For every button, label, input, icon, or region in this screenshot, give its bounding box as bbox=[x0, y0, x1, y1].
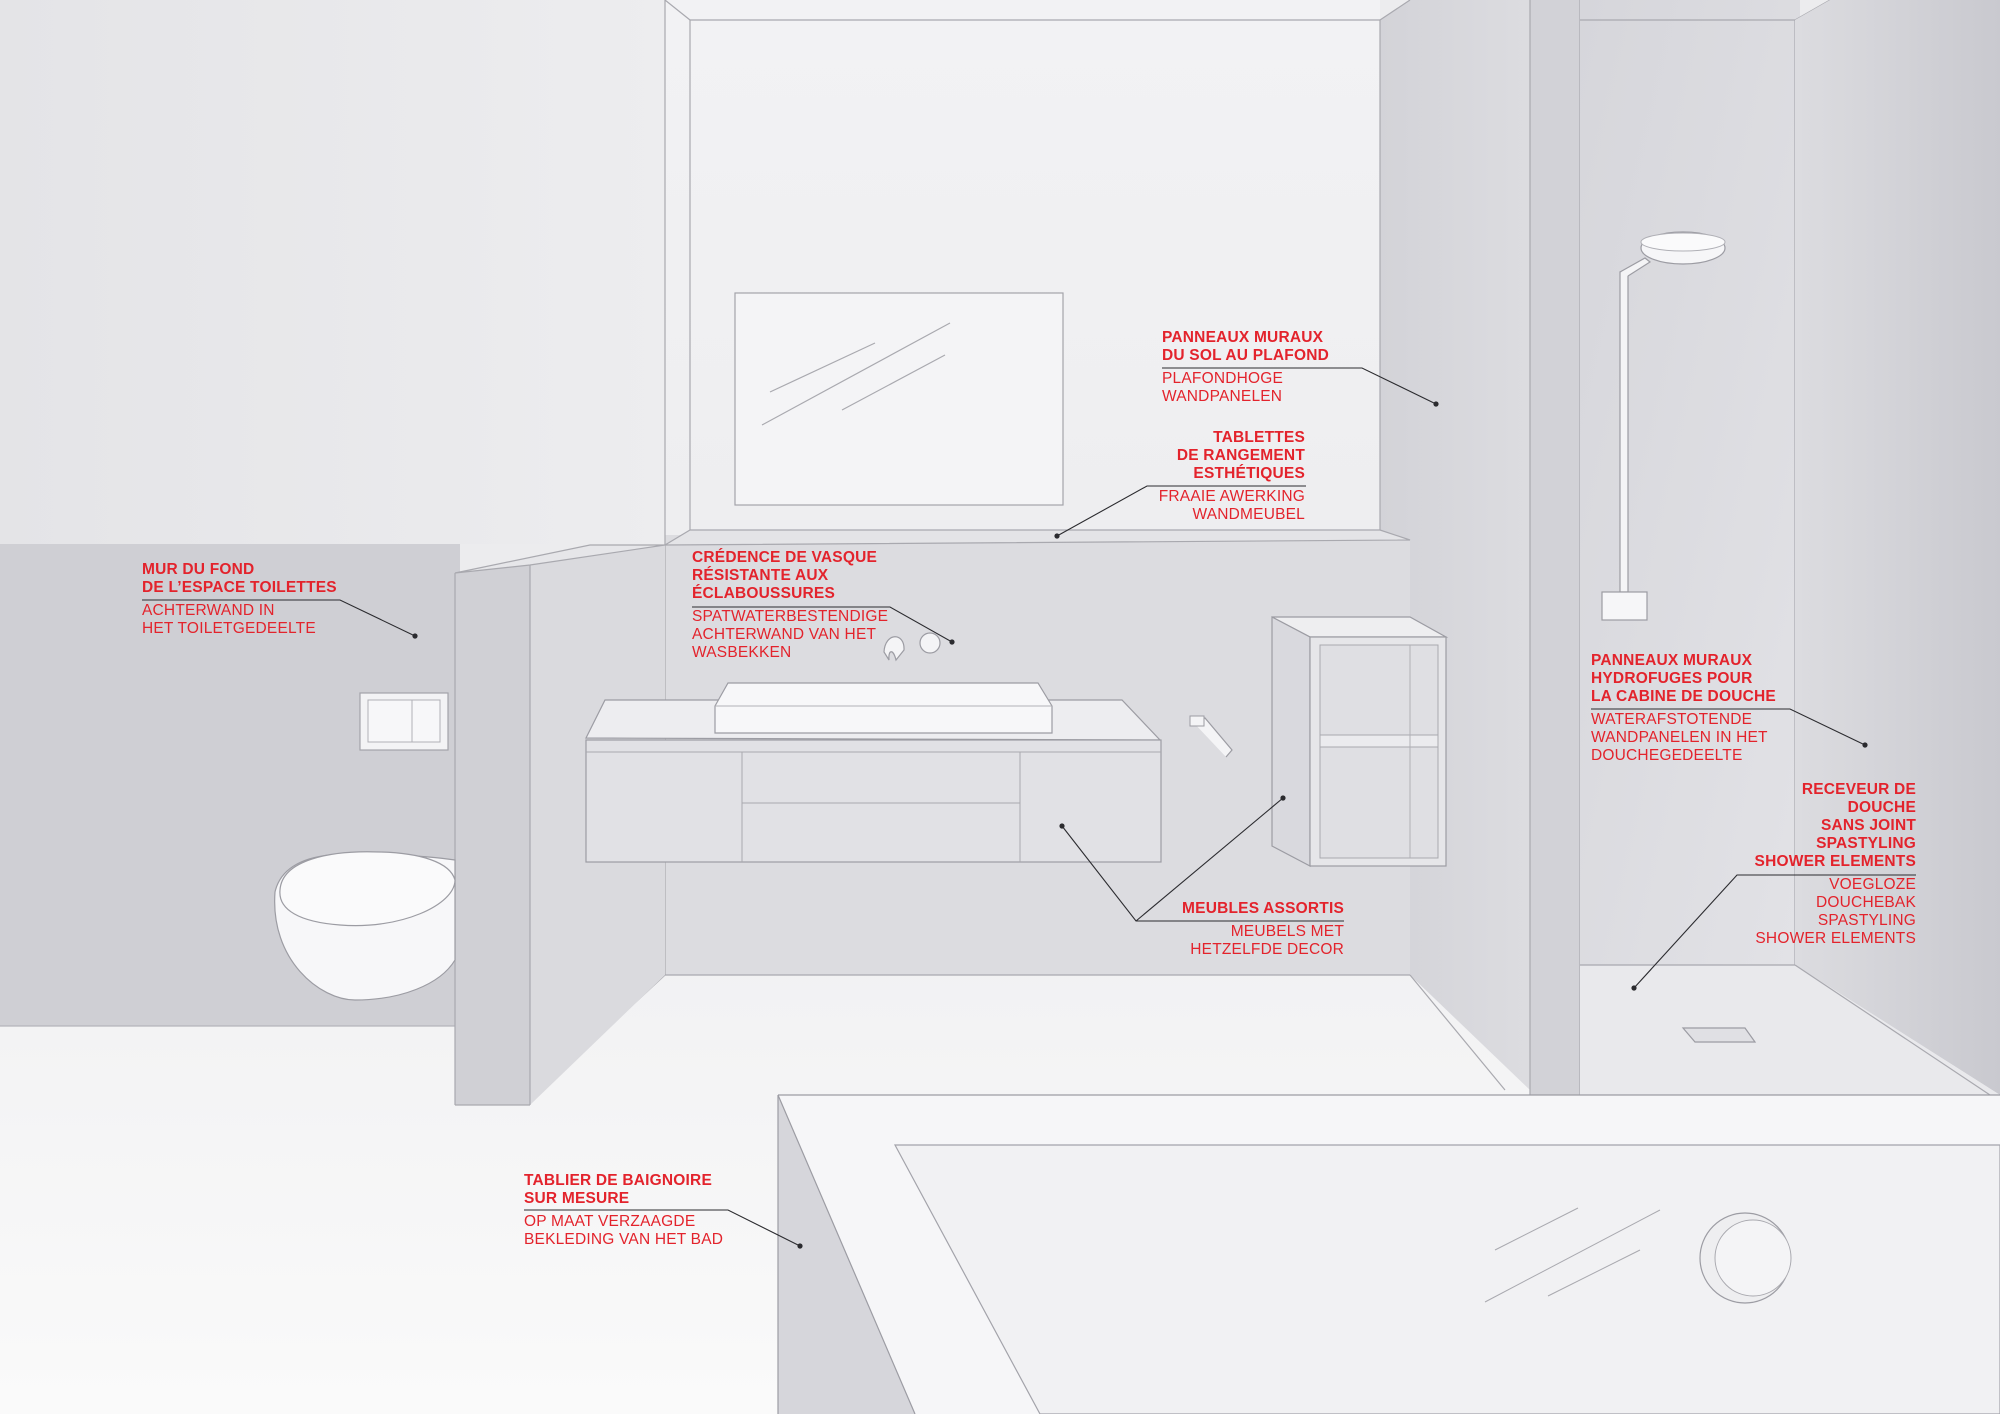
shower-pillar bbox=[1530, 0, 1580, 1095]
leader-shelves bbox=[1056, 485, 1306, 537]
partition-wall-front bbox=[455, 565, 530, 1105]
callout-splashback-desc: SPATWATERBESTENDIGE ACHTERWAND VAN HET W… bbox=[692, 608, 889, 661]
callout-shower-tray: RECEVEUR DE DOUCHE SANS JOINT SPASTYLING… bbox=[1755, 781, 1916, 948]
leader-floor-ceiling bbox=[1162, 367, 1437, 405]
shower-drain bbox=[1681, 1027, 1757, 1043]
bath-basin bbox=[893, 1144, 2000, 1414]
callout-floor-ceiling-desc: PLAFONDHOGE WANDPANELEN bbox=[1162, 370, 1284, 405]
callout-shelves: TABLETTES DE RANGEMENT ESTHÉTIQUES FRAAI… bbox=[1159, 429, 1305, 524]
shower-pipe bbox=[1619, 271, 1629, 593]
callout-furniture-desc: MEUBELS MET HETZELFDE DECOR bbox=[1190, 923, 1344, 958]
callout-shower-tray-desc: VOEGLOZE DOUCHEBAK SPASTYLING SHOWER ELE… bbox=[1755, 876, 1916, 947]
callout-shower-walls: PANNEAUX MURAUX HYDROFUGES POUR LA CABIN… bbox=[1591, 652, 1776, 765]
leader-shower-walls bbox=[1591, 708, 1866, 746]
vanity-cabinet bbox=[585, 739, 1162, 863]
wash-basin bbox=[714, 682, 1053, 734]
callout-furniture-title: MEUBLES ASSORTIS bbox=[1182, 900, 1344, 917]
leader-bath-panel bbox=[524, 1209, 801, 1247]
callout-shower-walls-title: PANNEAUX MURAUX HYDROFUGES POUR LA CABIN… bbox=[1591, 652, 1776, 705]
leader-shower-tray bbox=[1633, 874, 1916, 989]
shower-right-wall bbox=[1795, 0, 2000, 1095]
leader-toilet-wall bbox=[142, 599, 416, 637]
callout-splashback: CRÉDENCE DE VASQUE RÉSISTANTE AUX ÉCLABO… bbox=[692, 549, 888, 662]
faucet-handle bbox=[919, 632, 941, 654]
callout-toilet-wall-desc: ACHTERWAND IN HET TOILETGEDEELTE bbox=[142, 602, 316, 637]
callout-shelves-desc: FRAAIE AWERKING WANDMEUBEL bbox=[1158, 488, 1305, 523]
left-wall bbox=[0, 0, 665, 544]
storage-shelf bbox=[662, 529, 1411, 546]
callout-floor-ceiling: PANNEAUX MURAUX DU SOL AU PLAFOND PLAFON… bbox=[1162, 329, 1329, 406]
callout-shower-tray-title: RECEVEUR DE DOUCHE SANS JOINT SPASTYLING… bbox=[1754, 781, 1916, 870]
shower-tray bbox=[1580, 965, 2000, 1095]
leader-furniture-2 bbox=[1135, 797, 1284, 922]
callout-bath-panel: TABLIER DE BAIGNOIRE SUR MESURE OP MAAT … bbox=[524, 1172, 723, 1249]
callout-toilet-wall: MUR DU FOND DE L’ESPACE TOILETTES ACHTER… bbox=[142, 561, 337, 638]
callout-splashback-title: CRÉDENCE DE VASQUE RÉSISTANTE AUX ÉCLABO… bbox=[692, 549, 878, 602]
callout-floor-ceiling-title: PANNEAUX MURAUX DU SOL AU PLAFOND bbox=[1162, 329, 1330, 364]
callout-shower-walls-desc: WATERAFSTOTENDE WANDPANELEN IN HET DOUCH… bbox=[1591, 711, 1768, 764]
callout-bath-panel-title: TABLIER DE BAIGNOIRE SUR MESURE bbox=[524, 1172, 712, 1207]
leader-splashback bbox=[692, 606, 953, 643]
callout-furniture: MEUBLES ASSORTIS MEUBELS MET HETZELFDE D… bbox=[1182, 900, 1344, 959]
shower-back-wall bbox=[1580, 0, 1800, 965]
shower-valve bbox=[1601, 591, 1648, 621]
mirror bbox=[734, 292, 1064, 506]
faucet bbox=[883, 636, 905, 662]
callout-bath-panel-desc: OP MAAT VERZAAGDE BEKLEDING VAN HET BAD bbox=[524, 1213, 724, 1248]
callout-shelves-title: TABLETTES DE RANGEMENT ESTHÉTIQUES bbox=[1176, 429, 1305, 482]
callout-toilet-wall-title: MUR DU FOND DE L’ESPACE TOILETTES bbox=[142, 561, 337, 596]
